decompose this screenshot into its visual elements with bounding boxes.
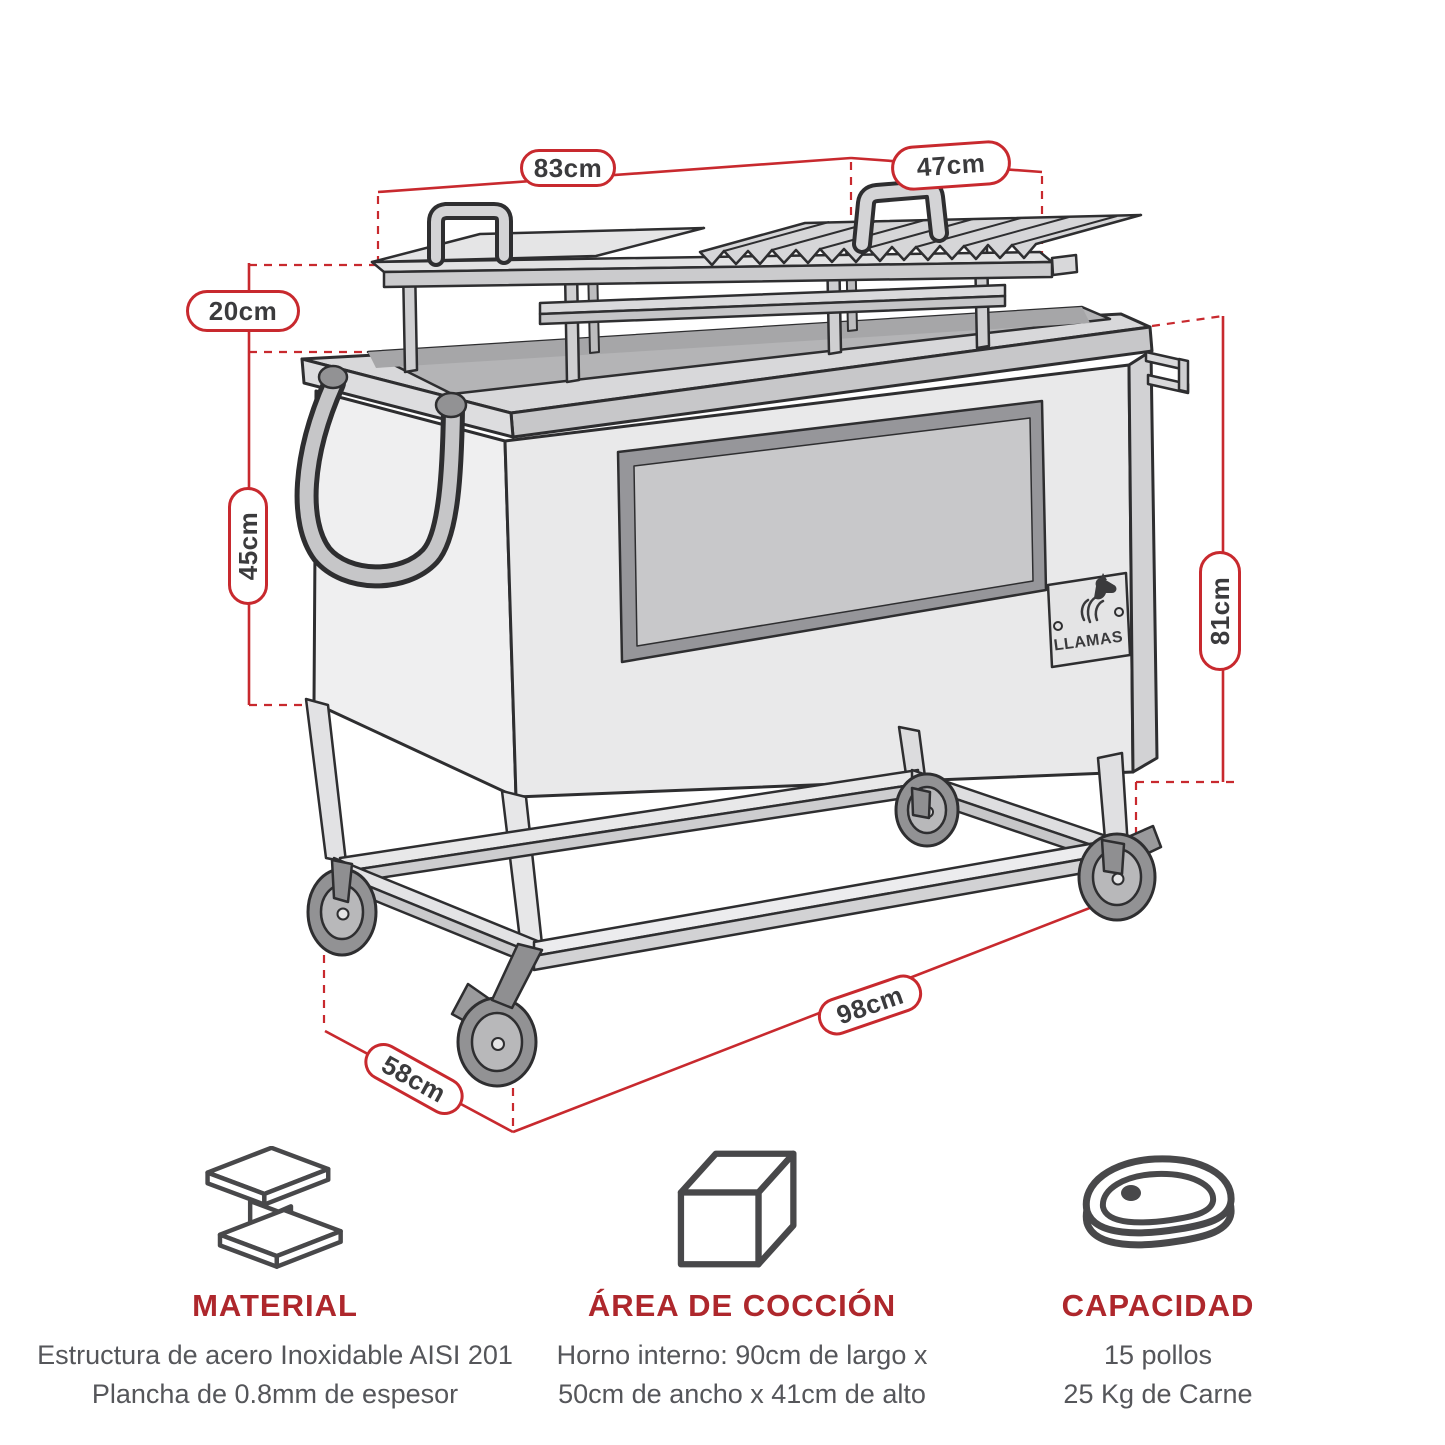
steak-icon xyxy=(935,1146,1381,1272)
cube-icon xyxy=(480,1146,1004,1272)
rack-handle-left xyxy=(427,202,513,267)
spec-cooking-area-line1: Horno interno: 90cm de largo x xyxy=(556,1340,928,1370)
spec-cooking-area-line2: 50cm de ancho x 41cm de alto xyxy=(558,1379,926,1410)
rack-handle-right xyxy=(852,178,949,254)
spec-material-line2: Plancha de 0.8mm de espesor xyxy=(91,1379,459,1410)
spec-cooking-area-title: ÁREA DE COCCIÓN xyxy=(587,1288,897,1323)
wheel-back-right xyxy=(894,772,960,848)
spec-material-line1: Estructura de acero Inoxidable AISI 201 xyxy=(37,1340,513,1370)
i-beam-icon xyxy=(0,1146,560,1272)
spec-capacity-line1: 15 pollos xyxy=(1103,1340,1213,1370)
spec-cooking-area: ÁREA DE COCCIÓN Horno interno: 90cm de l… xyxy=(480,1146,1004,1414)
spec-material-title: MATERIAL xyxy=(192,1288,358,1323)
llama-icon xyxy=(1080,573,1117,624)
llamas-logo-plate: LLAMAS xyxy=(1046,571,1132,669)
dimension-label-rack-height: 20cm xyxy=(186,290,300,332)
spec-capacity-title: CAPACIDAD xyxy=(1061,1288,1255,1323)
wheel-back-left xyxy=(306,858,378,957)
dimension-label-body-height: 45cm xyxy=(228,487,268,605)
spec-capacity: CAPACIDAD 15 pollos 25 Kg de Carne xyxy=(935,1146,1381,1414)
dimension-label-rack-width: 83cm xyxy=(520,149,616,187)
dimension-label-grate-width: 47cm xyxy=(889,138,1013,193)
base-frame xyxy=(338,768,1120,886)
cart-window xyxy=(616,399,1048,664)
side-handle xyxy=(294,364,468,589)
wheel-front-right xyxy=(1077,824,1163,922)
spec-material: MATERIAL Estructura de acero Inoxidable … xyxy=(0,1146,560,1414)
cart-body: LLAMAS xyxy=(294,178,1190,1088)
dimension-label-total-height: 81cm xyxy=(1199,551,1241,671)
right-bracket xyxy=(1144,350,1190,395)
rack-back-rail xyxy=(538,283,1007,326)
spec-capacity-line2: 25 Kg de Carne xyxy=(1063,1379,1253,1410)
wheel-front-left xyxy=(450,942,544,1088)
